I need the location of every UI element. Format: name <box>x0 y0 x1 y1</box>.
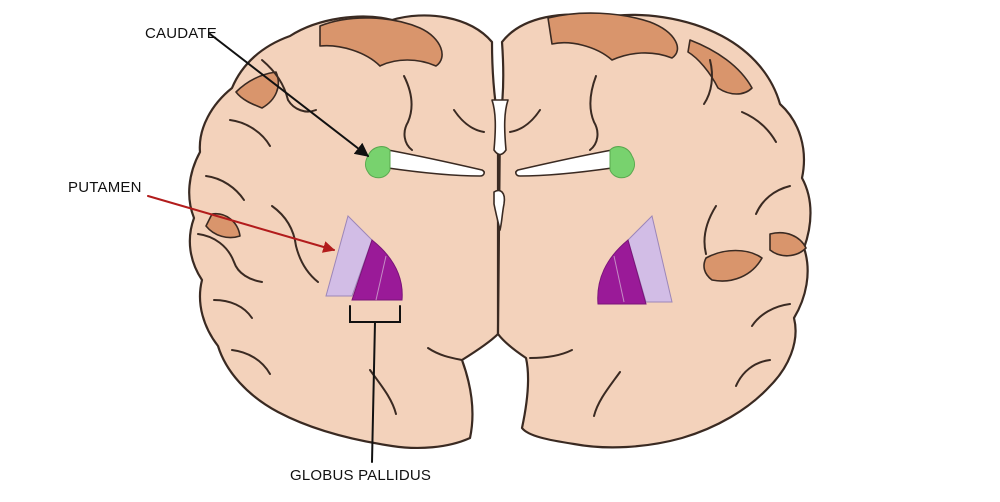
sulcus <box>453 109 485 133</box>
caudate-label: CAUDATE <box>145 25 217 42</box>
cortex-patch <box>547 12 679 61</box>
left-globus-pallidus <box>351 239 403 301</box>
sulcus <box>205 175 245 201</box>
sulcus <box>271 205 319 283</box>
sulcus <box>369 369 397 415</box>
cortex-patch <box>769 232 807 257</box>
sulcus <box>593 371 621 417</box>
sulcus <box>529 349 573 359</box>
sulcus <box>741 111 777 143</box>
left-putamen <box>325 215 373 297</box>
cortex-patch <box>205 212 241 239</box>
caudate-pointer-arrow <box>209 33 370 157</box>
globus-pallidus-label: GLOBUS PALLIDUS <box>290 467 431 484</box>
right-putamen <box>627 215 673 303</box>
sulcus <box>229 119 271 147</box>
sulcus <box>755 185 791 215</box>
right-lateral-ventricle <box>515 149 613 177</box>
sulcus <box>403 75 413 151</box>
right-globus-pallidus-division <box>613 255 625 303</box>
putamen-label: PUTAMEN <box>68 179 142 196</box>
cortex-patch <box>687 39 753 95</box>
sulcus <box>751 303 791 327</box>
sulcus <box>197 233 263 283</box>
left-caudate <box>364 146 391 179</box>
putamen-pointer-arrow <box>147 195 336 253</box>
sulcus <box>703 59 713 105</box>
sulcus <box>213 299 253 319</box>
right-globus-pallidus <box>597 239 647 305</box>
sulcus <box>703 205 717 255</box>
cortex-patch <box>235 71 280 109</box>
globus-pallidus-bracket <box>349 305 401 463</box>
third-ventricle <box>493 189 506 231</box>
left-lateral-ventricle <box>387 149 485 177</box>
cortex-patch <box>703 249 763 282</box>
sulcus <box>735 359 771 387</box>
sulcus <box>427 347 463 361</box>
right-caudate <box>609 146 636 179</box>
sulcus <box>261 59 317 113</box>
sulcus <box>589 75 599 151</box>
cortex-patch <box>319 17 443 67</box>
sulcus <box>509 109 541 133</box>
longitudinal-fissure <box>491 99 509 156</box>
sulcus <box>231 349 271 375</box>
left-globus-pallidus-division <box>375 255 387 301</box>
